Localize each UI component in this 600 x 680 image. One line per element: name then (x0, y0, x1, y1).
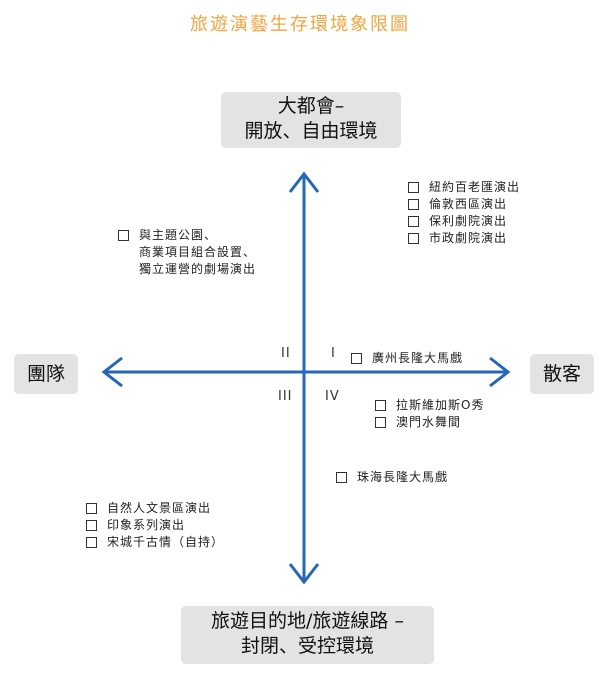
list-item: 珠海長隆大馬戲 (336, 469, 448, 486)
pole-top-line-2: 開放、自由環境 (244, 120, 378, 142)
list-item-continued: 獨立運營的劇場演出 (139, 262, 257, 276)
list-item: 自然人文景區演出 (86, 500, 224, 517)
checkbox-icon (336, 472, 347, 483)
arrow-right (489, 356, 511, 388)
list-item: 澳門水舞間 (375, 414, 484, 431)
pole-metropolis: 大都會– 開放、自由環境 (221, 92, 401, 148)
group-top-right: 紐約百老匯演出 倫敦西區演出 保利劇院演出 市政劇院演出 (408, 179, 520, 247)
checkbox-icon (408, 233, 419, 244)
checkbox-icon (86, 520, 97, 531)
arrow-left (101, 356, 123, 388)
group-top-left: 與主題公園、 商業項目組合設置、 獨立運營的劇場演出 (118, 227, 256, 278)
arrow-down (288, 563, 320, 585)
pole-independent-tourist: 散客 (530, 354, 594, 394)
pole-group-tour: 團隊 (14, 354, 78, 394)
list-item: 與主題公園、 (118, 227, 256, 244)
checkbox-icon (408, 182, 419, 193)
pole-bottom-line-2: 封閉、受控環境 (240, 635, 374, 657)
group-lower-right-2: 珠海長隆大馬戲 (336, 469, 448, 486)
list-item: 紐約百老匯演出 (408, 179, 520, 196)
arrow-up (288, 171, 320, 193)
list-item-continued: 商業項目組合設置、 (139, 245, 257, 259)
quadrant-label-2: II (281, 346, 291, 361)
checkbox-icon (375, 417, 386, 428)
list-item: 保利劇院演出 (408, 213, 520, 230)
group-lower-right: 拉斯維加斯O秀 澳門水舞間 (375, 397, 484, 431)
quadrant-label-4: IV (325, 389, 340, 404)
group-near-axis-right: 廣州長隆大馬戲 (351, 350, 463, 367)
diagram-title: 旅遊演藝生存環境象限圖 (190, 14, 410, 35)
checkbox-icon (375, 400, 386, 411)
pole-bottom-line-1: 旅遊目的地/旅遊線路 – (211, 610, 404, 632)
list-item: 倫敦西區演出 (408, 196, 520, 213)
checkbox-icon (351, 353, 362, 364)
list-item: 宋城千古情（自持） (86, 534, 224, 551)
list-item: 拉斯維加斯O秀 (375, 397, 484, 414)
checkbox-icon (408, 216, 419, 227)
list-item: 市政劇院演出 (408, 230, 520, 247)
checkbox-icon (408, 199, 419, 210)
pole-destination: 旅遊目的地/旅遊線路 – 封閉、受控環境 (181, 606, 434, 664)
checkbox-icon (86, 503, 97, 514)
pole-top-line-1: 大都會– (277, 95, 345, 117)
checkbox-icon (86, 537, 97, 548)
list-item: 廣州長隆大馬戲 (351, 350, 463, 367)
group-bottom-left: 自然人文景區演出 印象系列演出 宋城千古情（自持） (86, 500, 224, 551)
checkbox-icon (118, 230, 129, 241)
list-item: 印象系列演出 (86, 517, 224, 534)
quadrant-label-3: III (278, 389, 293, 404)
quadrant-label-1: I (331, 346, 336, 361)
